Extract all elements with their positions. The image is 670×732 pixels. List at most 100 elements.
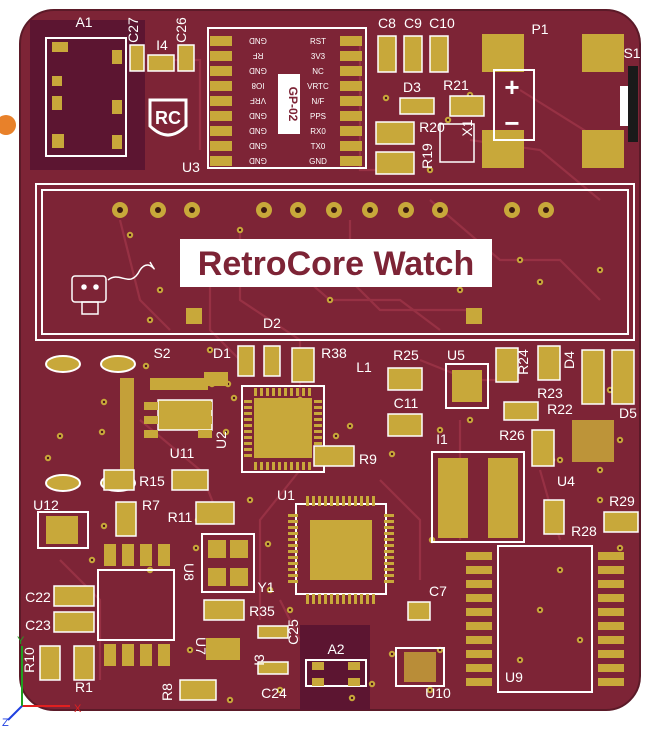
leds-D4-D5 bbox=[581, 349, 635, 405]
u3-right-pin-label: TX0 bbox=[311, 142, 326, 151]
header-pin-hole bbox=[437, 207, 443, 213]
via-hole bbox=[158, 288, 162, 292]
u2-pad bbox=[272, 462, 275, 470]
designator-u12: U12 bbox=[33, 497, 59, 513]
via-hole bbox=[618, 546, 622, 550]
u9-pad bbox=[466, 580, 492, 588]
u3-right-pin-label: VRTC bbox=[307, 82, 329, 91]
axis-y-label: Y bbox=[17, 635, 25, 647]
u1-pad bbox=[324, 496, 327, 506]
u2-pad bbox=[244, 442, 252, 445]
u1-pad bbox=[306, 496, 309, 506]
designator-c11: C11 bbox=[394, 395, 419, 411]
u2-pad bbox=[266, 388, 269, 396]
component-U2 bbox=[241, 385, 325, 473]
via-hole bbox=[598, 468, 602, 472]
u3-pad-right bbox=[340, 66, 362, 76]
via-hole bbox=[558, 458, 562, 462]
header-pin-hole bbox=[367, 207, 373, 213]
designator-r20: R20 bbox=[419, 119, 445, 135]
u8-pad bbox=[158, 544, 170, 566]
logo-text: RC bbox=[155, 108, 181, 128]
via-hole bbox=[248, 498, 252, 502]
u9-pad bbox=[598, 636, 624, 644]
u1-pad bbox=[372, 496, 375, 506]
header-pin-hole bbox=[117, 207, 123, 213]
u2-pad bbox=[314, 406, 322, 409]
minus-mark: − bbox=[504, 108, 519, 138]
designator-d5: D5 bbox=[619, 405, 637, 421]
u1-pad bbox=[354, 594, 357, 604]
u2-pad bbox=[244, 400, 252, 403]
designator-c27: C27 bbox=[125, 17, 141, 43]
header-pin-hole bbox=[295, 207, 301, 213]
u1-pad bbox=[288, 532, 298, 535]
component-U8 bbox=[97, 544, 175, 666]
via-hole bbox=[278, 688, 282, 692]
u1-pad bbox=[288, 580, 298, 583]
via-hole bbox=[518, 658, 522, 662]
u9-pad bbox=[598, 664, 624, 672]
u1-pad bbox=[384, 556, 394, 559]
u3-right-pin-label: PPS bbox=[310, 112, 326, 121]
designator-r24: R24 bbox=[515, 349, 531, 375]
designator-c9: C9 bbox=[404, 15, 422, 31]
u1-pad bbox=[384, 526, 394, 529]
u3-right-pin-label: 3V3 bbox=[311, 52, 326, 61]
robot-doodle bbox=[71, 261, 155, 315]
designator-c23: C23 bbox=[25, 617, 51, 633]
via-hole bbox=[144, 364, 148, 368]
via-hole bbox=[578, 638, 582, 642]
u2-pad bbox=[290, 388, 293, 396]
u1-pad bbox=[384, 514, 394, 517]
via-hole bbox=[208, 348, 212, 352]
u2-pad bbox=[314, 424, 322, 427]
designator-r26: R26 bbox=[499, 427, 525, 443]
u2-pad bbox=[284, 388, 287, 396]
u2-pad bbox=[260, 388, 263, 396]
component-I1 bbox=[431, 451, 525, 543]
u2-pad bbox=[260, 462, 263, 470]
designator-r35: R35 bbox=[249, 603, 275, 619]
designator-r28: R28 bbox=[571, 523, 597, 539]
u8-pad bbox=[122, 544, 134, 566]
u1-pad bbox=[384, 568, 394, 571]
u9-pad bbox=[466, 552, 492, 560]
designator-u1: U1 bbox=[277, 487, 295, 503]
via-hole bbox=[102, 400, 106, 404]
via-hole bbox=[102, 524, 106, 528]
u1-pad bbox=[366, 496, 369, 506]
u9-pad bbox=[466, 678, 492, 686]
u3-left-pin-label: RF bbox=[253, 51, 264, 60]
via-hole bbox=[350, 696, 354, 700]
via-hole bbox=[390, 652, 394, 656]
designator-p1: P1 bbox=[531, 21, 548, 37]
via-hole bbox=[148, 318, 152, 322]
caps-C8-C10 bbox=[377, 35, 449, 73]
via-hole bbox=[268, 588, 272, 592]
via-hole bbox=[558, 568, 562, 572]
via-hole bbox=[46, 456, 50, 460]
designator-d1: D1 bbox=[213, 345, 231, 361]
u3-pad-left bbox=[210, 126, 232, 136]
designator-r23: R23 bbox=[537, 385, 563, 401]
via-hole bbox=[128, 233, 132, 237]
u2-pad bbox=[244, 436, 252, 439]
u1-pad bbox=[348, 594, 351, 604]
u2-pad bbox=[296, 462, 299, 470]
u2-pad bbox=[296, 388, 299, 396]
u1-pad bbox=[336, 594, 339, 604]
designator-u9: U9 bbox=[505, 669, 523, 685]
u9-pad bbox=[466, 594, 492, 602]
designator-r9: R9 bbox=[359, 451, 377, 467]
via-hole bbox=[458, 288, 462, 292]
via-hole bbox=[334, 434, 338, 438]
u2-pad bbox=[314, 430, 322, 433]
designator-r1: R1 bbox=[75, 679, 93, 695]
u1-pad bbox=[384, 562, 394, 565]
u1-pad bbox=[384, 532, 394, 535]
u1-pad bbox=[288, 514, 298, 517]
u1-pad bbox=[384, 538, 394, 541]
header-pin-hole bbox=[189, 207, 195, 213]
cursor-marker bbox=[0, 115, 16, 135]
